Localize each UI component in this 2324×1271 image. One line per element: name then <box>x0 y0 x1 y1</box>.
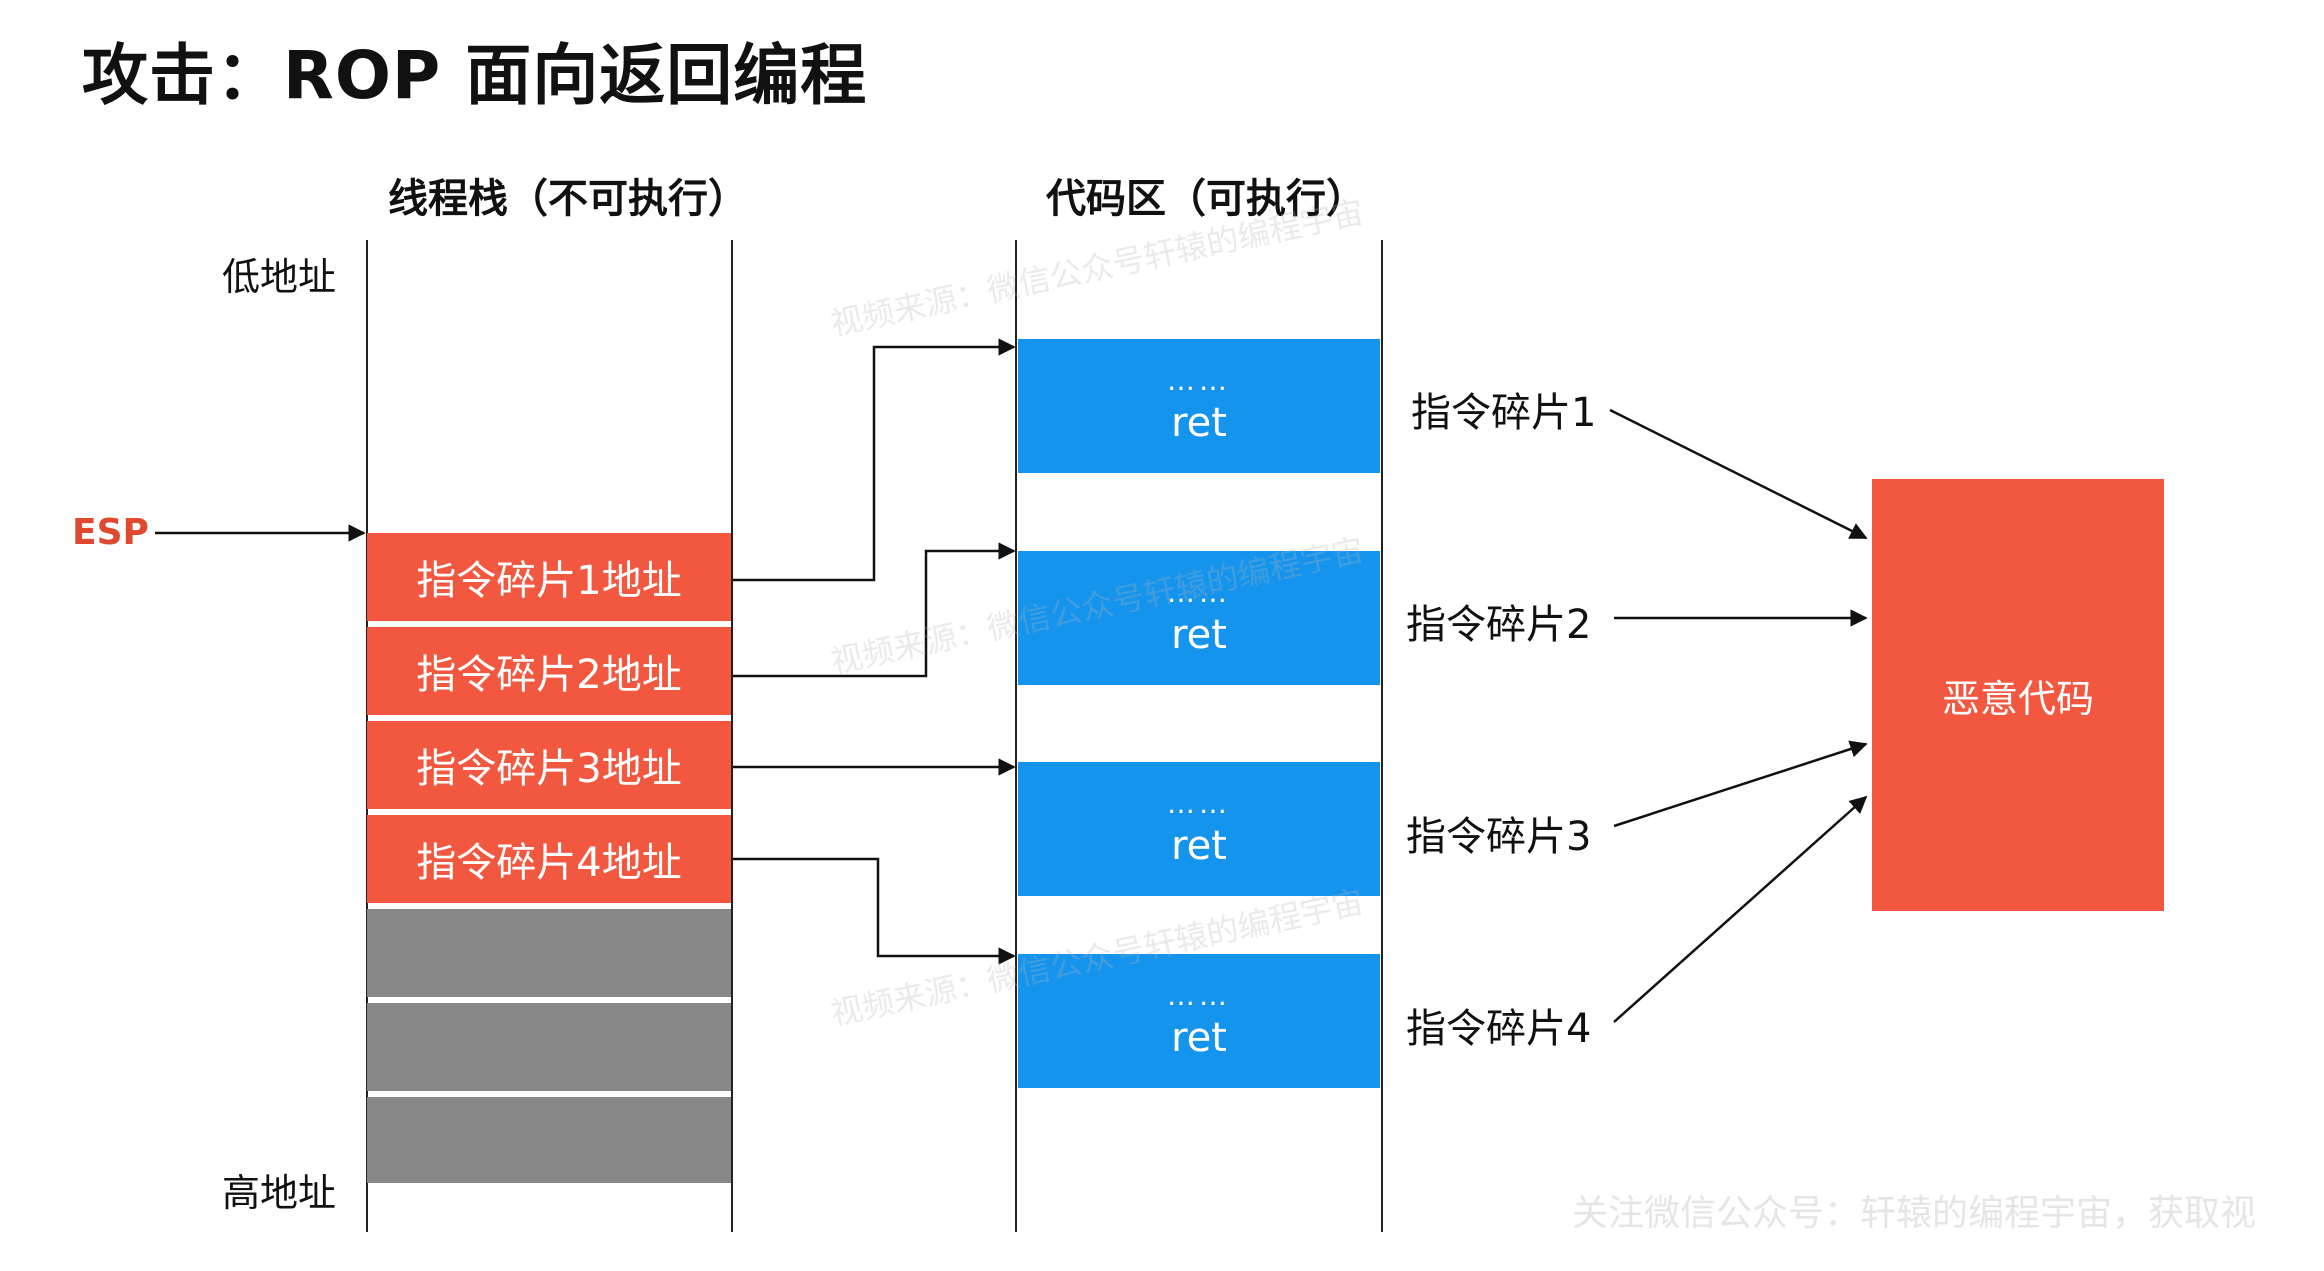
malicious-code-box: 恶意代码 <box>1872 479 2164 911</box>
gadget4-to-malware-arrow <box>1613 795 1868 1023</box>
page-title: 攻击：ROP 面向返回编程 <box>82 37 868 114</box>
gadget3-to-malware-arrow <box>1613 740 1868 828</box>
stack-right-border <box>731 240 733 1232</box>
code-block-gadget4: …… ret <box>1018 954 1380 1088</box>
ret-instruction: ret <box>1171 1015 1227 1061</box>
gadget-label-2: 指令碎片2 <box>1406 602 1592 648</box>
code-header: 代码区（可执行） <box>1046 176 1366 222</box>
stack-slot-gadget4-address: 指令碎片4地址 <box>367 815 731 903</box>
gadget-label-3: 指令碎片3 <box>1406 814 1592 860</box>
stack-slot-empty <box>367 1097 731 1183</box>
code-ellipsis: …… <box>1167 576 1231 609</box>
stack-slot-gadget2-address: 指令碎片2地址 <box>367 627 731 715</box>
slot4-to-code4-arrow <box>733 857 1016 965</box>
high-address-label: 高地址 <box>222 1171 337 1215</box>
code-ellipsis: …… <box>1167 364 1231 397</box>
code-ellipsis: …… <box>1167 787 1231 820</box>
slot1-to-code1-arrow <box>733 338 1016 582</box>
stack-slot-empty <box>367 909 731 997</box>
gadget1-to-malware-arrow <box>1609 408 1868 540</box>
gadget-label-4: 指令碎片4 <box>1406 1006 1592 1052</box>
code-block-gadget3: …… ret <box>1018 762 1380 896</box>
code-right-border <box>1381 240 1383 1232</box>
footer-watermark: 关注微信公众号：轩辕的编程宇宙，获取视 <box>1572 1193 2257 1234</box>
slot2-to-code2-arrow <box>733 542 1016 678</box>
stack-header: 线程栈（不可执行） <box>388 176 748 222</box>
ret-instruction: ret <box>1171 400 1227 446</box>
code-block-gadget1: …… ret <box>1018 339 1380 473</box>
gadget-label-1: 指令碎片1 <box>1411 390 1597 436</box>
stack-slot-gadget3-address: 指令碎片3地址 <box>367 721 731 809</box>
code-left-border <box>1015 240 1017 1232</box>
code-ellipsis: …… <box>1167 979 1231 1012</box>
stack-slot-empty <box>367 1003 731 1091</box>
ret-instruction: ret <box>1171 823 1227 869</box>
stack-slot-gadget1-address: 指令碎片1地址 <box>367 533 731 621</box>
ret-instruction: ret <box>1171 612 1227 658</box>
low-address-label: 低地址 <box>222 255 337 299</box>
esp-label: ESP <box>72 512 149 553</box>
code-block-gadget2: …… ret <box>1018 551 1380 685</box>
